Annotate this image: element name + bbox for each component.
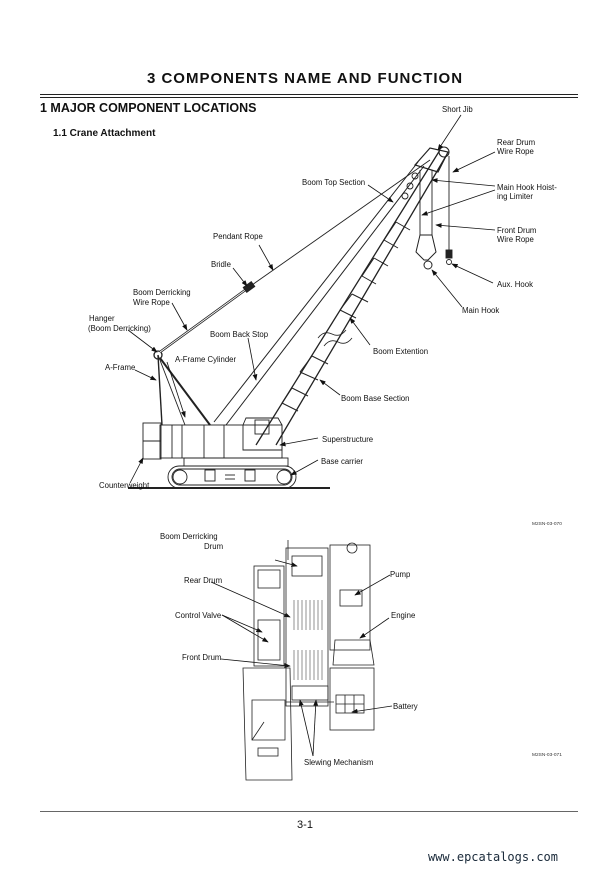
boom-chord-upper (275, 155, 447, 446)
superstructure-body (159, 424, 283, 459)
figure2-id: M2SN-03-071 (532, 753, 562, 758)
label-short-jib: Short Jib (442, 105, 473, 114)
main-hook-block (415, 234, 437, 261)
label-front-drum-wire-rope-line1: Front Drum (497, 226, 537, 235)
label-main-hook-limiter-line1: Main Hook Hoist- (497, 183, 557, 192)
footer-rule (40, 811, 578, 812)
subsection-title: 1.1 Crane Attachment (53, 128, 156, 139)
chapter-title: 3 COMPONENTS NAME AND FUNCTION (146, 70, 464, 87)
label-hanger-line1: Hanger (89, 314, 115, 323)
label-front-drum: Front Drum (182, 653, 222, 662)
label-main-hook-limiter-line2: ing Limiter (497, 192, 533, 201)
aux-hook-block (445, 249, 453, 259)
label-a-frame-cylinder: A-Frame Cylinder (175, 355, 237, 364)
label-pump: Pump (390, 570, 411, 579)
label-boom-derricking-drum-line2: Drum (204, 542, 224, 551)
label-boom-base-section: Boom Base Section (341, 394, 410, 403)
label-boom-back-stop: Boom Back Stop (210, 330, 269, 339)
label-pendant-rope: Pendant Rope (213, 232, 263, 241)
label-boom-extention: Boom Extention (373, 347, 429, 356)
section-title: 1 MAJOR COMPONENT LOCATIONS (40, 101, 257, 115)
title-rule-thick (40, 94, 578, 95)
label-bridle: Bridle (211, 260, 231, 269)
label-boom-derricking-wire-rope-line1: Boom Derricking (133, 288, 191, 297)
label-counterweight: Counterweight (99, 481, 150, 490)
a-frame-leg (157, 354, 163, 426)
label-boom-derricking-drum-line1: Boom Derricking (160, 532, 218, 541)
label-aux-hook: Aux. Hook (497, 280, 533, 289)
label-control-valve: Control Valve (175, 611, 222, 620)
label-a-frame: A-Frame (105, 363, 136, 372)
page-number: 3-1 (297, 819, 313, 831)
label-rear-drum-wire-rope-line2: Wire Rope (497, 147, 534, 156)
figure1-id: M2SN-03-070 (532, 522, 562, 527)
label-hanger-line2: (Boom Derricking) (88, 324, 151, 333)
label-boom-derricking-wire-rope-line2: Wire Rope (133, 298, 170, 307)
watermark-link[interactable]: www.epcatalogs.com (427, 850, 558, 864)
superstructure-top-view (242, 540, 375, 781)
label-base-carrier: Base carrier (321, 457, 364, 466)
cab (242, 417, 283, 451)
title-rule-thin (40, 97, 578, 98)
label-superstructure: Superstructure (322, 435, 374, 444)
label-front-drum-wire-rope-line2: Wire Rope (497, 235, 534, 244)
label-engine: Engine (391, 611, 416, 620)
label-boom-top-section: Boom Top Section (302, 178, 366, 187)
label-slewing-mechanism: Slewing Mechanism (304, 758, 374, 767)
label-main-hook: Main Hook (462, 306, 500, 315)
label-rear-drum-wire-rope-line1: Rear Drum (497, 138, 536, 147)
label-rear-drum: Rear Drum (184, 576, 223, 585)
label-battery: Battery (393, 702, 418, 711)
